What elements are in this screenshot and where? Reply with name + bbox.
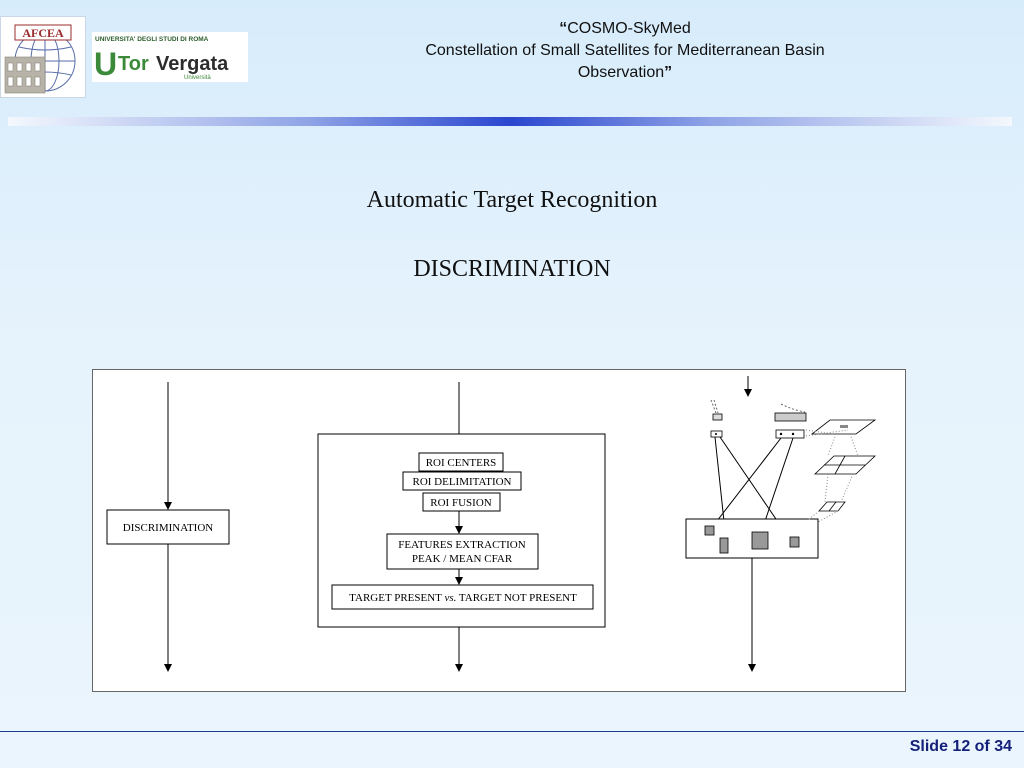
- university-u-letter: U: [94, 46, 117, 82]
- afcea-text: AFCEA: [22, 26, 64, 40]
- roi-fusion-label: ROI FUSION: [430, 497, 491, 509]
- title-line-2: Constellation of Small Satellites for Me…: [425, 42, 825, 59]
- decision-box: [331, 584, 594, 610]
- slide-subtitle: DISCRIMINATION: [413, 256, 611, 282]
- discrimination-box-label: DISCRIMINATION: [123, 522, 214, 534]
- decision-label-present: TARGET PRESENT: [349, 592, 444, 604]
- tor-vergata-logo: UNIVERSITA' DEGLI STUDI DI ROMA U Tor Ve…: [92, 32, 248, 82]
- title-line-3: Observation: [577, 64, 665, 81]
- decision-label: TARGET PRESENT vs. TARGET NOT PRESENT: [349, 592, 577, 604]
- discrimination-diagram: DISCRIMINATION ROI CENTERS ROI DELIMITAT…: [92, 369, 906, 692]
- features-box: [386, 533, 539, 570]
- university-top-text: UNIVERSITA' DEGLI STUDI DI ROMA: [95, 36, 209, 43]
- discrimination-box: [106, 509, 230, 545]
- roi-schematic: [685, 399, 877, 559]
- slide-title: Automatic Target Recognition: [366, 187, 658, 213]
- open-quote: “: [559, 20, 568, 37]
- decision-label-not-present: TARGET NOT PRESENT: [456, 592, 577, 604]
- university-sub-text: Università: [184, 75, 211, 81]
- footer-divider: [0, 731, 1024, 732]
- roi-fusion-box: [422, 492, 501, 512]
- close-quote: ”: [664, 64, 673, 81]
- decision-label-vs: vs.: [444, 592, 456, 604]
- roi-delimitation-box: [402, 471, 522, 491]
- presentation-title: “COSMO-SkyMed Constellation of Small Sat…: [360, 18, 890, 84]
- roi-centers-box: [418, 452, 504, 472]
- features-label-line1: FEATURES EXTRACTION: [398, 539, 525, 551]
- afcea-logo: AFCEA: [0, 16, 86, 98]
- roi-delimitation-label: ROI DELIMITATION: [412, 476, 511, 488]
- header-gradient-bar: [8, 117, 1012, 126]
- roi-centers-label: ROI CENTERS: [426, 457, 497, 469]
- university-tor-text: Tor: [118, 53, 149, 75]
- university-vergata-text: Vergata: [156, 53, 229, 75]
- slide-number: Slide 12 of 34: [909, 738, 1012, 755]
- features-label-line2: PEAK / MEAN CFAR: [412, 553, 513, 565]
- title-line-1: COSMO-SkyMed: [567, 20, 691, 37]
